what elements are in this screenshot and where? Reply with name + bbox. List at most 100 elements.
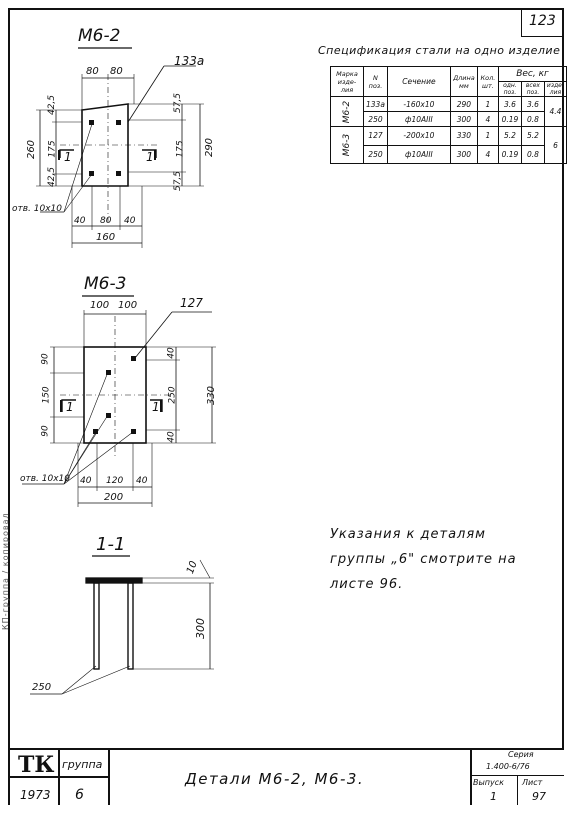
spec-cell: 250: [363, 111, 388, 127]
m63-section-mark-label-right: 1: [152, 400, 160, 414]
m62-dim-total-right: 290: [204, 137, 216, 158]
m63-holes: [93, 356, 136, 434]
m62-dim-right-2: 175: [175, 140, 186, 158]
spec-title: Спецификация стали на одно изделие: [318, 44, 561, 57]
m62-dim-bottom-2: 80: [100, 216, 112, 226]
note-text: Указания к деталям группы „6" смотрите н…: [330, 527, 517, 592]
m63-dim-left-2: 150: [41, 386, 52, 404]
m63-dim-right-1: 40: [166, 347, 177, 359]
spec-cell: 1: [476, 96, 499, 112]
spec-cell: 250: [363, 144, 388, 164]
m62-section-mark-label-left: 1: [64, 150, 72, 164]
group-value: 6: [75, 787, 84, 803]
spec-cell: 0.8: [520, 111, 545, 127]
issue-label: Выпуск: [473, 778, 504, 787]
frame-top-border: [8, 8, 564, 10]
m62-dim-total-left: 260: [26, 139, 38, 160]
m62-title: М6-2: [78, 26, 121, 46]
m63-title: М6-3: [84, 274, 127, 294]
m62-dim-right-1: 57,5: [173, 92, 184, 114]
m62-dim-top-2: 80: [110, 66, 123, 77]
m63-dim-right-3: 40: [166, 431, 177, 443]
spec-cell: 5.2: [497, 126, 522, 146]
table-row: М6-2 133а -160х10 290 1 3.6 3.6 4.4: [330, 96, 568, 127]
m63-hole-label: отв. 10х10: [20, 474, 71, 484]
org-logo: ТК: [18, 752, 55, 778]
spec-cell: 0.19: [497, 111, 522, 127]
spec-cell: 300: [449, 111, 478, 127]
spec-cell: 3.6: [497, 96, 522, 112]
m62-dim-total-bottom: 160: [96, 232, 116, 243]
m62-dim-top-1: 80: [86, 66, 99, 77]
spec-header-weight: Вес, кг: [497, 66, 568, 82]
m62-dim-left-1: 42,5: [47, 94, 58, 116]
spec-group-item: М6-3: [342, 133, 352, 157]
m62-dim-right-3: 57,5: [173, 170, 184, 192]
m62-callout: 133а: [174, 54, 205, 68]
section-title: 1-1: [96, 534, 126, 555]
spec-header-pos: N поз.: [363, 66, 388, 97]
sheet-value: 97: [532, 790, 546, 803]
spec-cell: 5.2: [520, 126, 545, 146]
spec-cell: 127: [363, 126, 388, 146]
spec-cell: 0.19: [497, 144, 522, 164]
title-block: [8, 748, 564, 807]
drawing-title: Детали М6-2, М6-3.: [185, 770, 365, 788]
spec-header-section: Сечение: [386, 66, 451, 97]
spec-cell: -200х10: [386, 126, 451, 146]
m63-dim-bottom-1: 40: [80, 476, 92, 486]
series-label: Серия: [508, 750, 534, 759]
section-rod-right: [127, 582, 134, 670]
spec-cell: 330: [449, 126, 478, 146]
year: 1973: [20, 788, 51, 802]
sheet-number-box: [521, 8, 563, 37]
spec-header-w-item: изде-лия: [543, 81, 568, 97]
m62-dim-bottom-1: 40: [74, 216, 86, 226]
spec-cell: ф10АIII: [386, 111, 451, 127]
m62-callout-leader: [127, 65, 165, 123]
issue-value: 1: [490, 790, 497, 803]
m63-dim-bottom-2: 120: [106, 476, 124, 486]
spec-header-item: Марка изде-лия: [330, 66, 364, 97]
table-row: 250 ф10АIII 300 4 0.19 0.8: [331, 144, 567, 164]
spec-cell: 6: [543, 126, 568, 164]
m62-hole-label: отв. 10х10: [12, 204, 63, 214]
spec-cell: ф10АIII: [386, 144, 451, 164]
spec-cell: 133а: [363, 96, 388, 112]
m63-dim-left-1: 90: [40, 353, 51, 365]
m62-holes: [89, 120, 121, 176]
section-dim-height: 300: [194, 618, 207, 639]
spec-cell: 300: [449, 144, 478, 164]
m62-dim-bottom-3: 40: [124, 216, 136, 226]
spec-header-length: Длина мм: [449, 66, 478, 97]
section-callout: 250: [32, 682, 52, 693]
m63-section-mark-label-left: 1: [66, 400, 74, 414]
m63-dim-top-1: 100: [90, 300, 110, 311]
spec-table: Марка изде-лия N поз. Сечение Длина мм К…: [330, 66, 568, 164]
spec-header-row: Марка изде-лия N поз. Сечение Длина мм К…: [330, 66, 568, 97]
spec-cell: -160х10: [386, 96, 451, 112]
section-rod-left: [93, 582, 100, 670]
table-row: М6-3 127 -200х10 330 1 5.2 5.2 6: [330, 126, 568, 164]
spec-cell: 0.8: [520, 144, 545, 164]
sheet-label: Лист: [522, 778, 543, 787]
m63-callout: 127: [180, 296, 203, 310]
spec-cell: 1: [476, 126, 499, 146]
spec-cell: 3.6: [520, 96, 545, 112]
spec-cell: 4.4: [543, 96, 568, 127]
m63-dim-total-bottom: 200: [104, 492, 124, 503]
m63-dim-left-3: 90: [40, 425, 51, 437]
spec-cell: 4: [476, 144, 499, 164]
table-row: 250 ф10АIII 300 4 0.19 0.8: [331, 111, 567, 127]
m63-dim-bottom-3: 40: [136, 476, 148, 486]
spec-cell: 290: [449, 96, 478, 112]
group-label: группа: [62, 758, 103, 771]
section-plate: [85, 577, 143, 584]
spec-group-item: М6-2: [342, 100, 352, 123]
m63-dim-right-2: 250: [167, 386, 178, 404]
m62-dim-left-3: 42,5: [47, 166, 58, 188]
spec-header-w-all: всех поз.: [520, 81, 545, 97]
spec-header-qty: Кол. шт.: [476, 66, 499, 97]
